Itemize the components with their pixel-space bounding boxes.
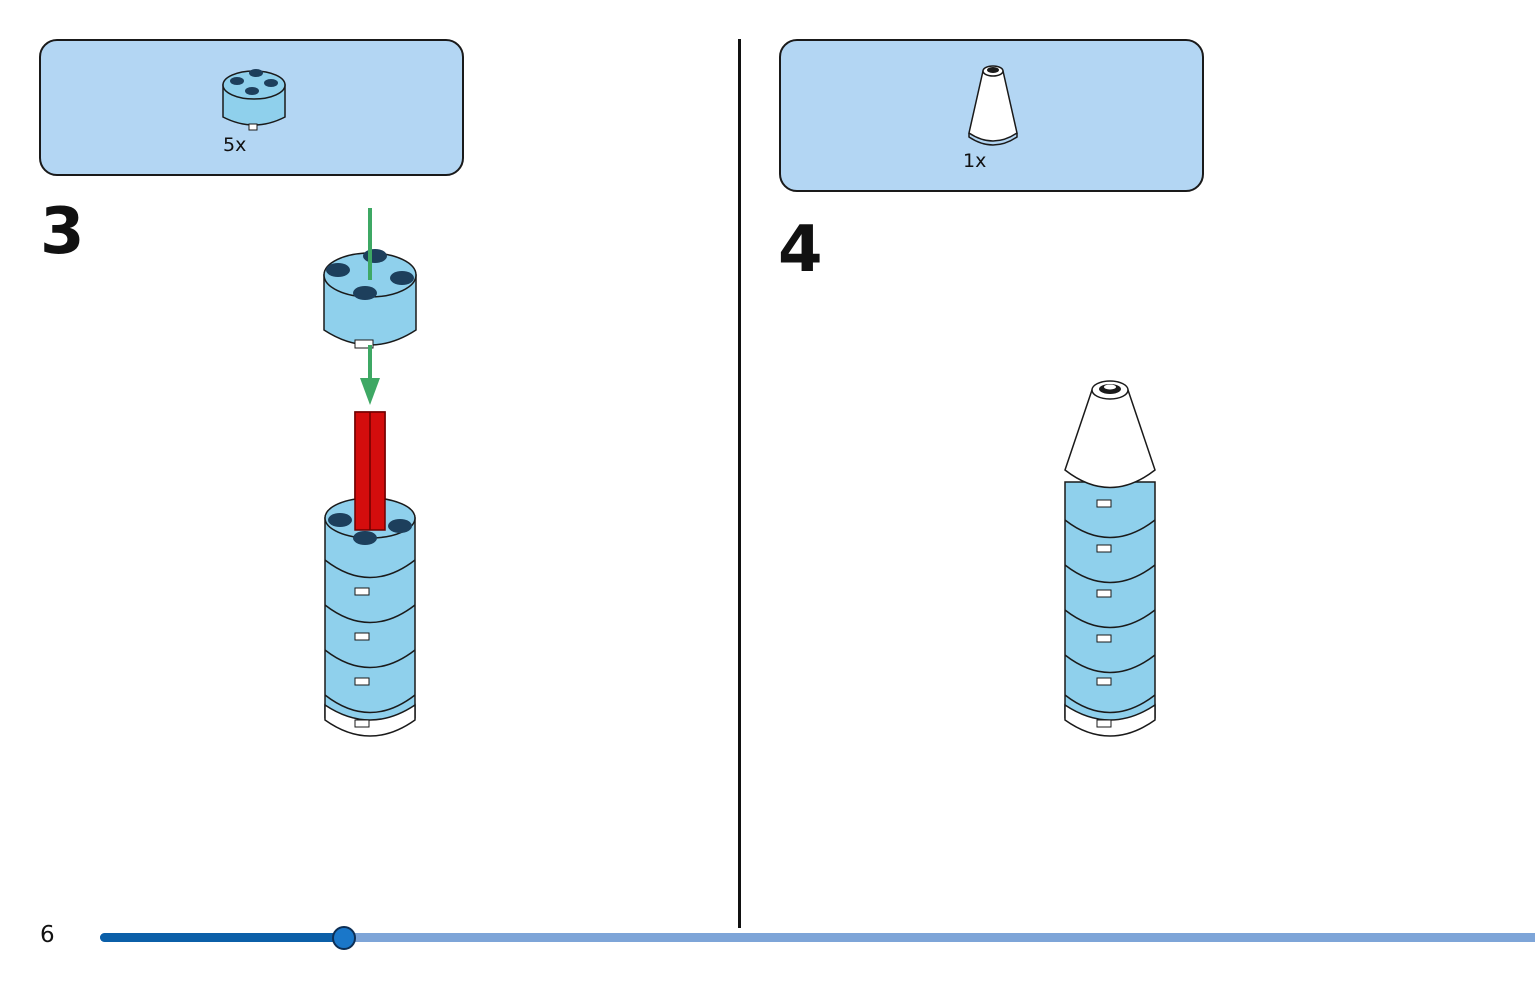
progress-knob[interactable] <box>331 926 356 950</box>
part-quantity: 1x <box>963 150 987 172</box>
step-number: 4 <box>778 213 823 287</box>
round-brick-icon <box>222 69 286 131</box>
step-4-build-illustration <box>1064 380 1156 737</box>
falling-round-brick <box>323 249 417 349</box>
step-number: 3 <box>40 195 85 269</box>
progress-bar <box>100 926 1535 950</box>
part-quantity: 5x <box>223 134 247 156</box>
page-divider <box>738 39 741 928</box>
placement-arrow <box>360 208 380 405</box>
cone-icon <box>968 65 1018 146</box>
step-3-build-illustration <box>323 208 417 737</box>
progress-fill <box>100 933 344 942</box>
page-number: 6 <box>40 922 55 948</box>
step-4-parts-box: 1x <box>779 39 1204 192</box>
step-3-parts-box: 5x <box>39 39 464 176</box>
brick-column <box>324 411 416 737</box>
